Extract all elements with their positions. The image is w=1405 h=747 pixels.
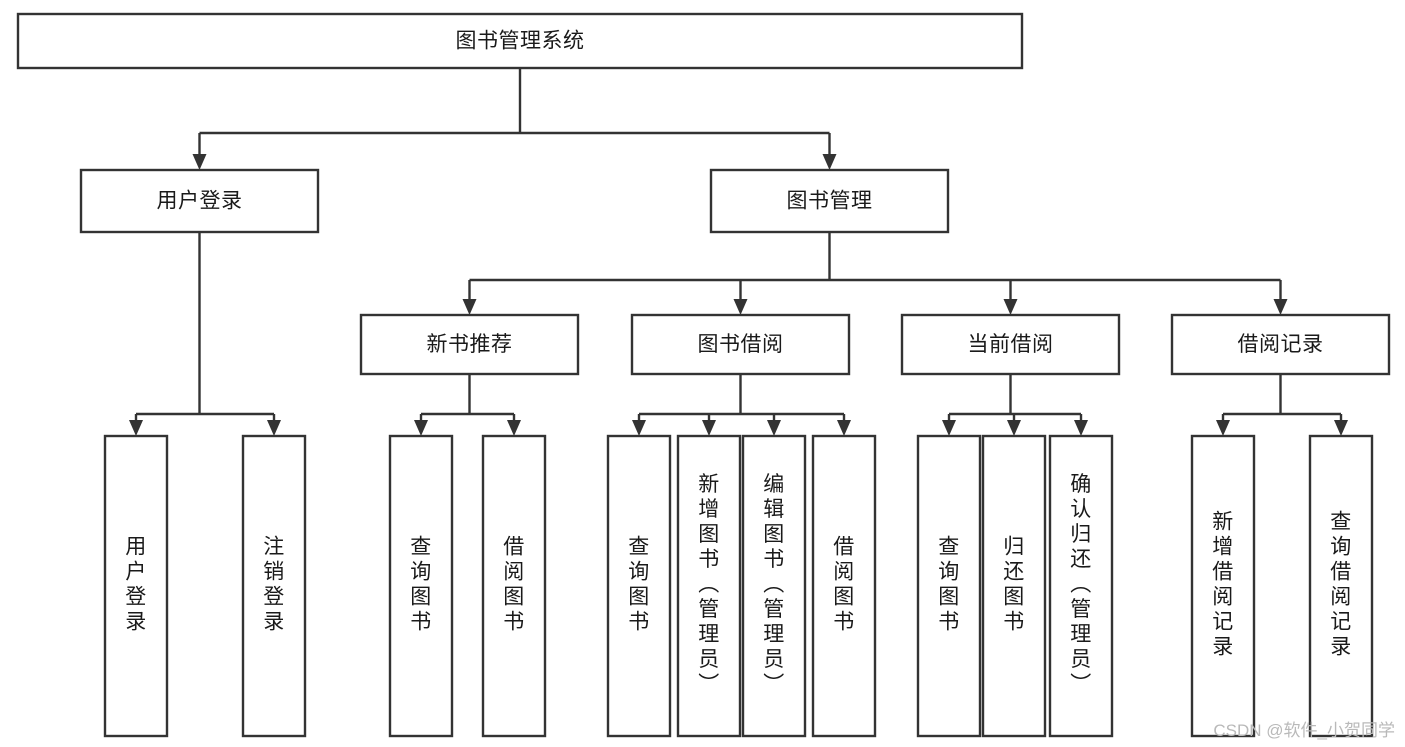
node-box[interactable] — [241, 434, 307, 738]
node-box[interactable] — [916, 434, 982, 738]
arrow-head-icon — [1273, 299, 1288, 315]
node-label: 新增借阅记录 — [1212, 511, 1234, 659]
arrow-head-icon — [767, 420, 781, 436]
node-label: 借阅图书 — [833, 536, 855, 634]
node-查询图书[interactable]: 查询图书 — [606, 434, 672, 738]
node-查询借阅记录[interactable]: 查询借阅记录 — [1308, 434, 1374, 738]
node-box[interactable] — [359, 313, 580, 376]
node-box[interactable] — [811, 434, 877, 738]
arrow-head-icon — [462, 299, 477, 315]
node-label: 用户登录 — [125, 536, 147, 634]
connectors-layer — [129, 68, 1348, 436]
node-借阅记录[interactable]: 借阅记录 — [1170, 313, 1391, 376]
node-box[interactable] — [1190, 434, 1256, 738]
arrow-head-icon — [267, 420, 281, 436]
arrow-head-icon — [507, 420, 521, 436]
node-box[interactable] — [103, 434, 169, 738]
node-label: 确认归还︵管理员︶ — [1070, 473, 1092, 696]
node-label: 查询借阅记录 — [1330, 511, 1352, 659]
node-label: 查询图书 — [410, 536, 432, 634]
node-box[interactable] — [741, 434, 807, 738]
arrow-head-icon — [1334, 420, 1348, 436]
arrow-head-icon — [822, 154, 837, 170]
node-label: 用户登录 — [157, 190, 243, 213]
node-图书借阅[interactable]: 图书借阅 — [630, 313, 851, 376]
node-用户登录[interactable]: 用户登录 — [103, 434, 169, 738]
node-查询图书[interactable]: 查询图书 — [388, 434, 454, 738]
node-box[interactable] — [676, 434, 742, 738]
node-图书管理[interactable]: 图书管理 — [709, 168, 950, 234]
node-编辑图书管理员[interactable]: 编辑图书︵管理员︶ — [741, 434, 807, 738]
node-label: 查询图书 — [628, 536, 650, 634]
node-box[interactable] — [981, 434, 1047, 738]
node-新增借阅记录[interactable]: 新增借阅记录 — [1190, 434, 1256, 738]
node-label: 注销登录 — [263, 536, 285, 634]
arrow-head-icon — [942, 420, 956, 436]
node-label: 图书管理 — [787, 190, 873, 213]
node-label: 查询图书 — [938, 536, 960, 634]
arrow-head-icon — [1216, 420, 1230, 436]
arrow-head-icon — [1007, 420, 1021, 436]
node-label: 图书借阅 — [698, 333, 784, 356]
arrow-head-icon — [702, 420, 716, 436]
node-label: 归还图书 — [1003, 536, 1025, 634]
node-label: 新增图书︵管理员︶ — [698, 473, 720, 696]
node-借阅图书[interactable]: 借阅图书 — [811, 434, 877, 738]
arrow-head-icon — [733, 299, 748, 315]
node-label: 新书推荐 — [427, 333, 513, 356]
node-box[interactable] — [1170, 313, 1391, 376]
arrow-head-icon — [632, 420, 646, 436]
node-box[interactable] — [1308, 434, 1374, 738]
node-label: 编辑图书︵管理员︶ — [763, 473, 785, 696]
node-新增图书管理员[interactable]: 新增图书︵管理员︶ — [676, 434, 742, 738]
node-box[interactable] — [709, 168, 950, 234]
arrow-head-icon — [129, 420, 143, 436]
node-box[interactable] — [630, 313, 851, 376]
node-当前借阅[interactable]: 当前借阅 — [900, 313, 1121, 376]
node-box[interactable] — [388, 434, 454, 738]
node-确认归还管理员[interactable]: 确认归还︵管理员︶ — [1048, 434, 1114, 738]
arrow-head-icon — [1074, 420, 1088, 436]
node-box[interactable] — [606, 434, 672, 738]
node-box[interactable] — [1048, 434, 1114, 738]
nodes-layer: 图书管理系统用户登录用户登录注销登录图书管理新书推荐查询图书借阅图书图书借阅查询… — [16, 12, 1391, 738]
node-box[interactable] — [16, 12, 1024, 70]
node-查询图书[interactable]: 查询图书 — [916, 434, 982, 738]
node-label: 借阅记录 — [1238, 333, 1324, 356]
node-box[interactable] — [79, 168, 320, 234]
node-图书管理系统[interactable]: 图书管理系统 — [16, 12, 1024, 70]
node-用户登录[interactable]: 用户登录 — [79, 168, 320, 234]
arrow-head-icon — [414, 420, 428, 436]
node-借阅图书[interactable]: 借阅图书 — [481, 434, 547, 738]
node-label: 当前借阅 — [968, 333, 1054, 356]
node-归还图书[interactable]: 归还图书 — [981, 434, 1047, 738]
node-box[interactable] — [900, 313, 1121, 376]
node-注销登录[interactable]: 注销登录 — [241, 434, 307, 738]
arrow-head-icon — [192, 154, 207, 170]
node-box[interactable] — [481, 434, 547, 738]
node-label: 借阅图书 — [503, 536, 525, 634]
node-label: 图书管理系统 — [456, 30, 585, 53]
arrow-head-icon — [1003, 299, 1018, 315]
arrow-head-icon — [837, 420, 851, 436]
node-新书推荐[interactable]: 新书推荐 — [359, 313, 580, 376]
